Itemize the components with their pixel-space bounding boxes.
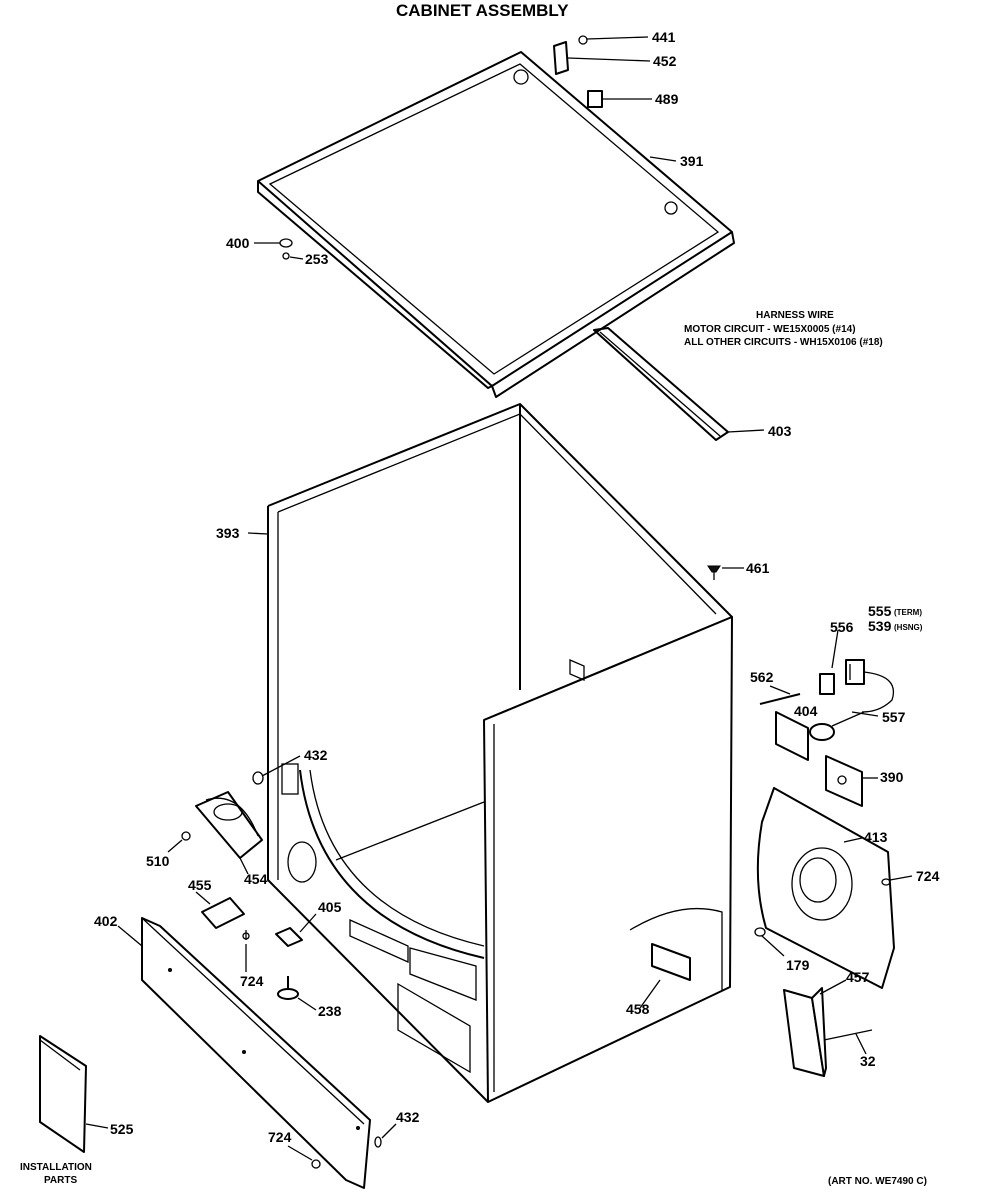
label-405: 405	[318, 899, 342, 915]
label-724c: 724	[268, 1129, 292, 1145]
connector-556	[819, 629, 839, 695]
installation-bag-525	[39, 1035, 109, 1153]
harness-line1: MOTOR CIRCUIT - WE15X0005 (#14)	[684, 324, 856, 335]
nut-489	[587, 90, 652, 108]
plate-404	[775, 711, 809, 761]
label-432b: 432	[396, 1109, 420, 1125]
hinge-455	[195, 891, 250, 972]
label-458: 458	[626, 1001, 650, 1017]
screw-179	[754, 927, 785, 957]
label-457: 457	[846, 969, 870, 985]
label-452: 452	[653, 53, 677, 69]
label-179: 179	[786, 957, 810, 973]
screw-510	[167, 831, 191, 853]
label-555-note: (TERM)	[894, 608, 922, 617]
label-432a: 432	[304, 747, 328, 763]
art-number: (ART NO. WE7490 C)	[828, 1176, 927, 1187]
screw-461	[707, 565, 744, 580]
label-510: 510	[146, 853, 170, 869]
harness-heading: HARNESS WIRE	[756, 310, 834, 321]
label-539-note: (HSNG)	[894, 623, 923, 632]
label-413: 413	[864, 829, 888, 845]
label-455: 455	[188, 877, 212, 893]
label-253: 253	[305, 251, 329, 267]
label-724a: 724	[916, 868, 940, 884]
clip-405	[275, 913, 317, 947]
label-390: 390	[880, 769, 904, 785]
switch-bracket-454	[195, 791, 263, 875]
installation-parts-line2: PARTS	[44, 1175, 77, 1186]
label-403: 403	[768, 423, 792, 439]
label-489: 489	[655, 91, 679, 107]
label-525: 525	[110, 1121, 134, 1137]
block-457	[783, 979, 873, 1077]
label-393: 393	[216, 525, 240, 541]
leader-391	[649, 156, 677, 162]
label-461: 461	[746, 560, 770, 576]
cabinet-393	[247, 403, 733, 1103]
clip-452	[553, 41, 651, 75]
plate-390	[825, 755, 878, 807]
connector-555-539	[845, 659, 894, 713]
label-402: 402	[94, 913, 118, 929]
label-391: 391	[680, 153, 704, 169]
label-539: 539	[868, 618, 892, 634]
wire-562	[759, 685, 801, 705]
label-562: 562	[750, 669, 774, 685]
label-238: 238	[318, 1003, 342, 1019]
label-454: 454	[244, 871, 268, 887]
screw-724a	[881, 875, 913, 886]
label-404: 404	[794, 703, 818, 719]
screw-724c	[287, 1145, 321, 1169]
screw-432b	[374, 1123, 397, 1148]
fastener-400-253	[254, 238, 304, 260]
label-557: 557	[882, 709, 906, 725]
screw-441	[578, 35, 649, 45]
label-400: 400	[226, 235, 250, 251]
leg-238	[277, 976, 317, 1011]
installation-parts-line1: INSTALLATION	[20, 1162, 92, 1173]
label-441: 441	[652, 29, 676, 45]
label-556: 556	[830, 619, 854, 635]
label-724b: 724	[240, 973, 264, 989]
harness-line2: ALL OTHER CIRCUITS - WH15X0106 (#18)	[684, 337, 883, 348]
diagram-title: CABINET ASSEMBLY	[396, 1, 569, 20]
top-cover-391	[257, 51, 735, 398]
terminal-557	[809, 711, 879, 741]
rear-panel-413	[756, 787, 895, 989]
screw-432a	[252, 755, 301, 795]
label-32: 32	[860, 1053, 876, 1069]
toe-kick-402	[117, 917, 371, 1189]
label-555: 555	[868, 603, 892, 619]
harness-wire-403	[593, 327, 765, 441]
